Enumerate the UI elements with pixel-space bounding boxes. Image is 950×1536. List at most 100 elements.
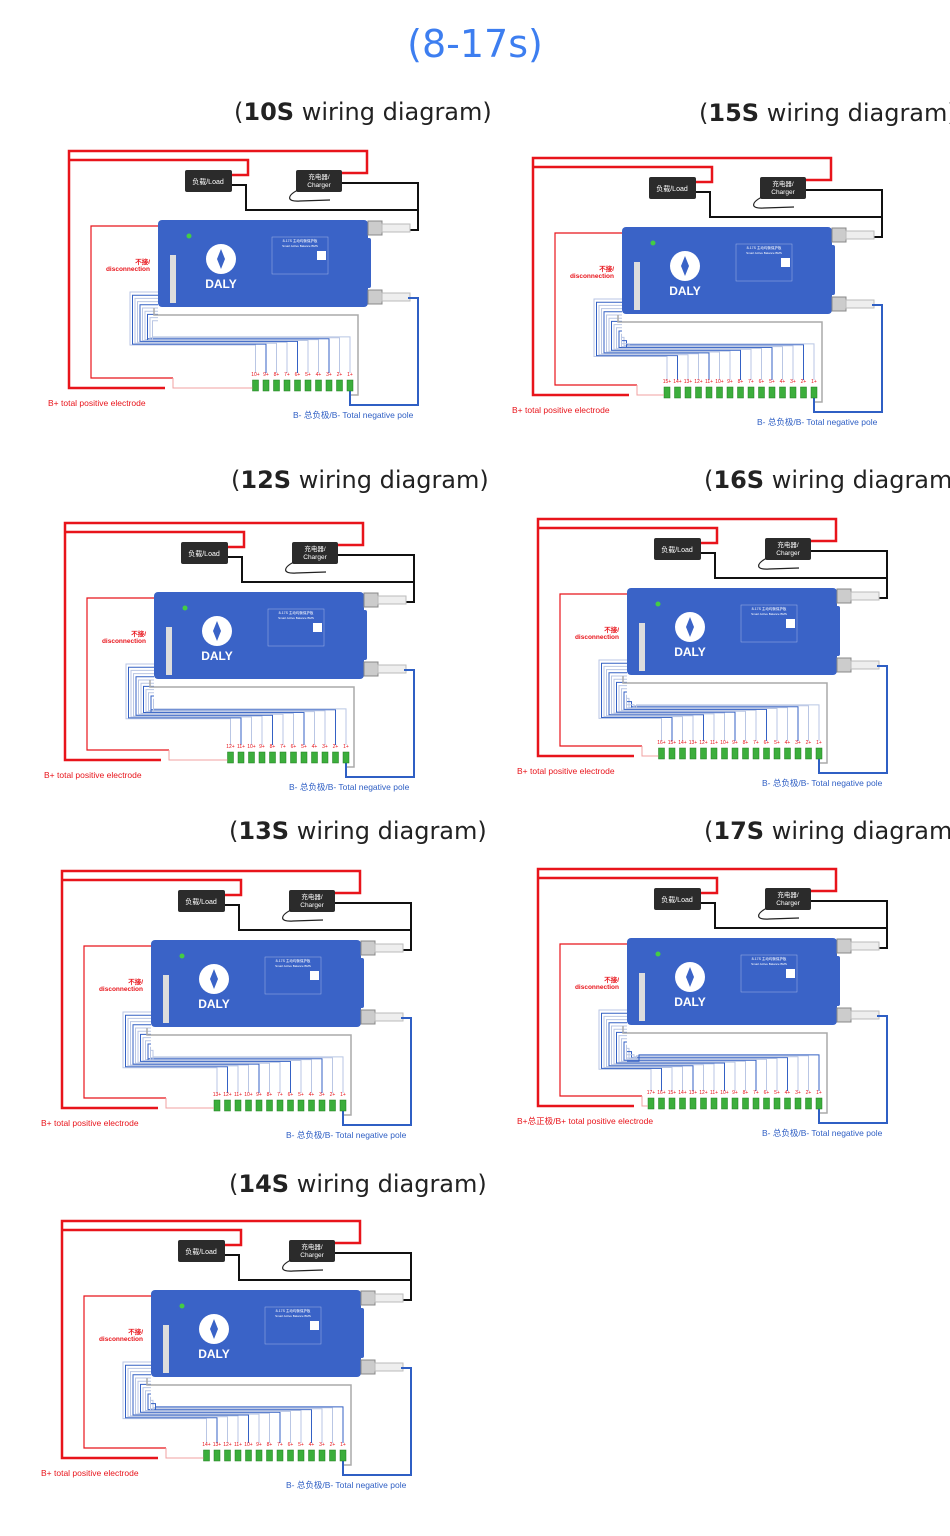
- cell-label: 12+: [699, 1090, 708, 1096]
- bms-subtitle: Smart Active Balance BMS: [275, 1314, 311, 1318]
- bms-subtitle: Smart Active Balance BMS: [751, 612, 787, 616]
- sense-wire: [125, 1410, 218, 1443]
- cell-label: 13+: [684, 379, 693, 385]
- battery-cell: [269, 751, 276, 764]
- cell-label: 2+: [333, 744, 339, 750]
- cell-label: 13+: [213, 1442, 222, 1448]
- sense-wire: [137, 301, 158, 340]
- positive-wire-load: [538, 526, 719, 545]
- sense-wire: [621, 333, 622, 347]
- sense-wire: [626, 1058, 767, 1091]
- sense-wire: [596, 301, 622, 347]
- b-minus-sense-wire: [617, 315, 823, 403]
- battery-cell: [742, 1097, 749, 1110]
- sense-wire: [623, 708, 767, 741]
- sense-wire: [623, 691, 627, 708]
- sense-wire: [601, 708, 673, 741]
- battery-cell: [658, 747, 665, 760]
- bms-spec-box: [740, 604, 798, 643]
- sense-wire: [611, 675, 627, 708]
- cell-label: 3+: [326, 372, 332, 378]
- cell-label: 8+: [270, 744, 276, 750]
- cell-label: 9+: [256, 1092, 262, 1098]
- bms-body: [158, 220, 368, 307]
- bms-side-tab: [831, 956, 840, 1006]
- charger-label-en: Charger: [771, 189, 795, 196]
- disconnection-label-cn: 不接/: [128, 977, 143, 986]
- terminal-cable: [381, 292, 411, 302]
- bms-spec-box: [271, 236, 329, 275]
- disconnection-label-cn: 不接/: [604, 625, 619, 634]
- battery-cell: [339, 1099, 347, 1112]
- negative-pole-label: B- 总负极/B- Total negative pole: [286, 1130, 407, 1140]
- charger-cable-icon: [758, 907, 800, 920]
- p-minus-terminal: [836, 938, 852, 954]
- cell-label: 2+: [806, 740, 812, 746]
- load-box: [181, 542, 228, 564]
- charger-label-en: Charger: [776, 900, 800, 907]
- charger-box: [760, 177, 806, 199]
- battery-cell: [668, 747, 676, 760]
- battery-cell: [304, 379, 312, 392]
- charger-label-cn: 充电器/: [777, 540, 799, 549]
- bms-connector: [634, 262, 640, 310]
- cell-label: 14+: [202, 1442, 211, 1448]
- battery-cell: [705, 386, 713, 399]
- negative-pole-label: B- 总负极/B- Total negative pole: [762, 778, 883, 788]
- battery-cell: [287, 1099, 294, 1112]
- load-label: 负载/Load: [192, 177, 224, 186]
- panel-title-12s: (12S wiring diagram): [231, 466, 489, 494]
- disconnection-label-cn: 不接/: [599, 264, 614, 273]
- sense-wire: [137, 340, 288, 373]
- cell-label: 8+: [274, 372, 280, 378]
- sense-wire: [613, 1058, 715, 1091]
- battery-cell: [695, 386, 702, 399]
- cell-label: 10+: [720, 1090, 729, 1096]
- bms-body: [151, 1290, 361, 1377]
- bms-model: 8-17S 主动均衡保护板: [276, 958, 311, 963]
- sense-wire: [132, 294, 158, 340]
- sense-wire: [601, 308, 622, 347]
- positive-electrode-label: B+ total positive electrode: [41, 1118, 139, 1128]
- battery-cell: [815, 747, 823, 760]
- battery-cell: [742, 747, 749, 760]
- positive-sense-wire: [559, 943, 642, 1097]
- negative-wire-charger: [342, 182, 419, 210]
- cell-label: 4+: [312, 744, 318, 750]
- disconnection-label-en: disconnection: [575, 984, 619, 991]
- daly-logo-star: [686, 617, 694, 637]
- sense-wire: [603, 708, 683, 741]
- b-minus-sense-wire: [146, 1378, 352, 1466]
- sense-wire: [601, 1012, 627, 1058]
- battery-cell: [266, 1449, 273, 1462]
- b-minus-sense-wire: [622, 1026, 828, 1114]
- battery-cell: [300, 751, 308, 764]
- charger-cable-icon: [758, 557, 800, 570]
- cell-label: 10+: [244, 1442, 253, 1448]
- sense-wire: [601, 662, 627, 708]
- sense-wire: [152, 336, 351, 373]
- charger-box: [765, 888, 811, 910]
- sense-wire: [130, 669, 154, 712]
- b-minus-sense-wire: [153, 308, 359, 396]
- sense-wire: [137, 1410, 270, 1443]
- battery-cell: [647, 1097, 655, 1110]
- sense-wire: [153, 708, 347, 745]
- sense-wire: [621, 688, 627, 708]
- cell-label: 1+: [340, 1442, 346, 1448]
- battery-cell: [679, 747, 686, 760]
- battery-cell: [784, 747, 791, 760]
- p-minus-terminal: [367, 220, 383, 236]
- sense-wire: [134, 297, 158, 340]
- positive-sense-wire: [90, 225, 173, 379]
- negative-pole-label: B- 总负极/B- Total negative pole: [757, 417, 878, 427]
- negative-wire-charger: [338, 554, 415, 582]
- sense-wire: [127, 1017, 151, 1060]
- status-led: [179, 1303, 185, 1309]
- sense-wire: [633, 1056, 799, 1091]
- sense-wire: [139, 304, 158, 340]
- sense-wire: [143, 712, 305, 745]
